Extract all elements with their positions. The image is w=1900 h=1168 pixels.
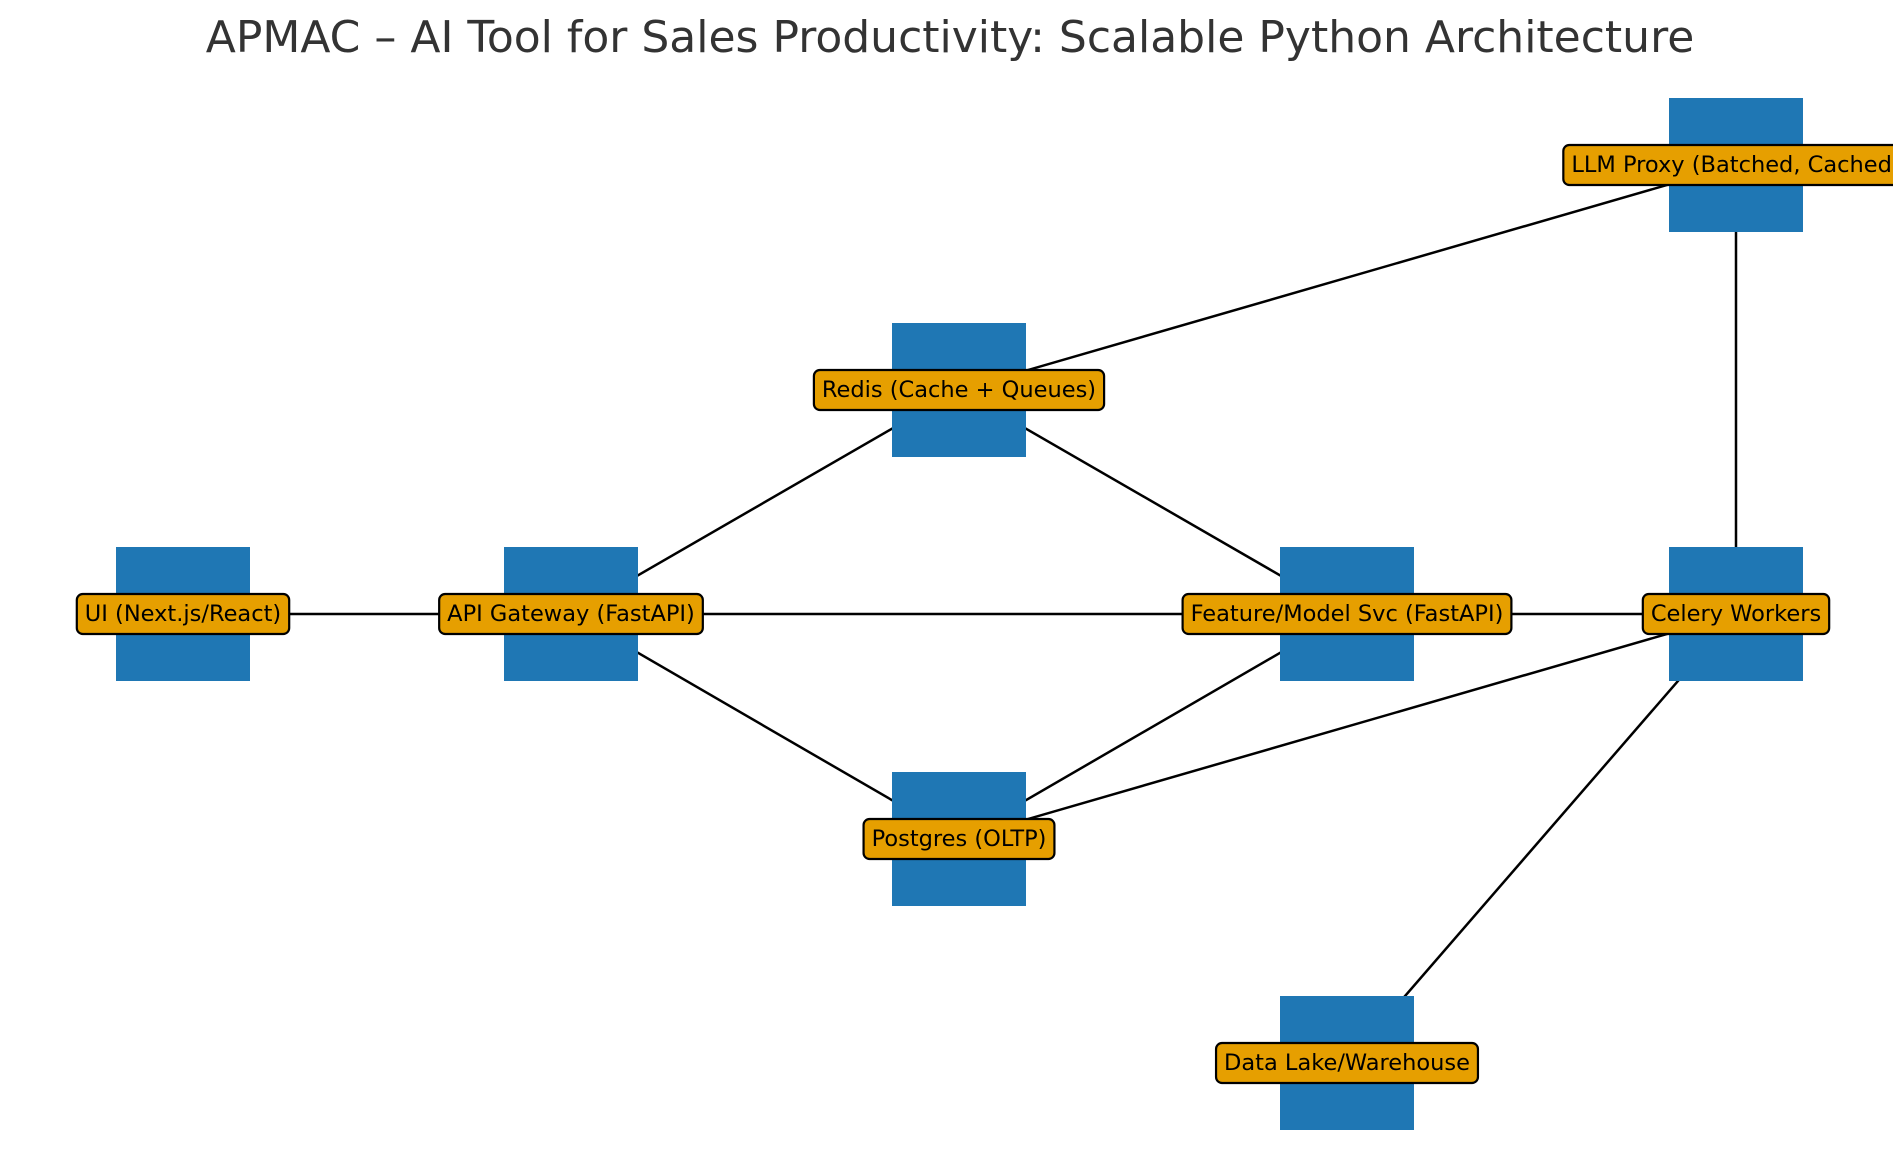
node-label-box-celery [1641, 592, 1831, 636]
node-label-api: API Gateway (FastAPI) [438, 592, 704, 636]
node-label-box-llm [1562, 143, 1893, 187]
node-label-box-datalake [1214, 1041, 1480, 1085]
node-label-llm: LLM Proxy (Batched, Cached) [1562, 143, 1900, 187]
node-label-text-redis: Redis (Cache + Queues) [822, 377, 1096, 403]
node-label-text-ui: UI (Next.js/React) [85, 601, 281, 627]
diagram-title: APMAC – AI Tool for Sales Productivity: … [206, 12, 1695, 63]
node-label-text-llm: LLM Proxy (Batched, Cached) [1571, 152, 1900, 178]
node-label-celery: Celery Workers [1641, 592, 1831, 636]
node-label-text-celery: Celery Workers [1651, 601, 1821, 627]
node-label-text-datalake: Data Lake/Warehouse [1224, 1050, 1470, 1076]
labels-layer: UI (Next.js/React) API Gateway (FastAPI) R… [75, 143, 1900, 1085]
node-label-box-postgres [862, 817, 1056, 861]
node-label-feature: Feature/Model Svc (FastAPI) [1181, 592, 1513, 636]
node-label-datalake: Data Lake/Warehouse [1214, 1041, 1480, 1085]
node-label-box-ui [75, 592, 291, 636]
node-label-box-api [438, 592, 704, 636]
node-label-text-postgres: Postgres (OLTP) [872, 826, 1047, 852]
node-label-postgres: Postgres (OLTP) [862, 817, 1056, 861]
node-label-box-redis [812, 368, 1106, 412]
edge-celery-postgres [958, 612, 1737, 841]
edge-redis-llm [958, 163, 1737, 392]
edge-celery-datalake [1346, 613, 1737, 1064]
node-label-redis: Redis (Cache + Queues) [812, 368, 1106, 412]
node-label-text-feature: Feature/Model Svc (FastAPI) [1191, 601, 1504, 627]
node-label-text-api: API Gateway (FastAPI) [447, 601, 695, 627]
node-label-ui: UI (Next.js/React) [75, 592, 291, 636]
node-label-box-feature [1181, 592, 1513, 636]
